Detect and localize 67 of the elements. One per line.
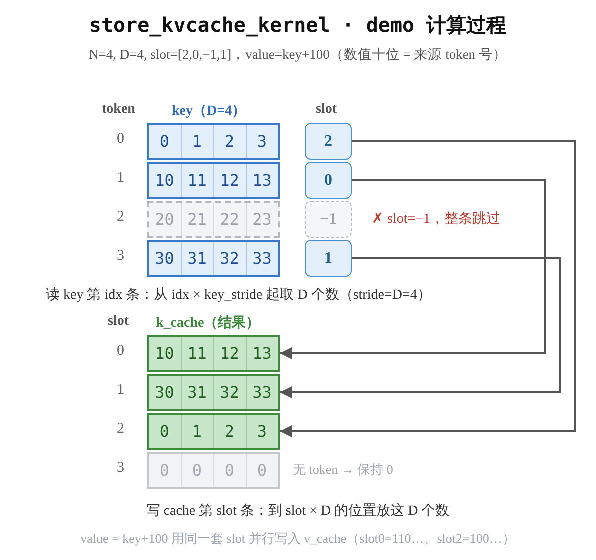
connector-arrow [280,180,546,360]
row-index: 1 [117,170,124,186]
skip-note: ✗ slot=−1，整条跳过 [372,212,501,227]
skipped-key-row [147,201,280,238]
empty-cache-row [147,452,280,489]
row-index: 0 [117,131,124,147]
value-cell: 13 [246,337,278,370]
connector-arrow [280,140,576,438]
value-cell: 2 [213,415,246,448]
value-cell: 1 [180,415,213,448]
value-cell: 12 [213,337,246,370]
value-cell-text: 10 [154,343,176,365]
row-index: 0 [117,343,124,359]
row-index: 2 [117,421,124,437]
value-cell: 33 [246,376,278,409]
value-cell-text: 10 [154,170,176,192]
value-cell-text: 20 [154,209,176,231]
subtitle: N=4, D=4, slot=[2,0,−1,1]，value=key+100（数值十位 = 来源 token 号） [89,47,507,62]
title: store_kvcache_kernel · demo 计算过程 [89,13,507,37]
value-cell: 2 [213,125,246,158]
row-index: 2 [117,209,124,225]
value-cell: 0 [246,454,278,487]
value-cell-text: 30 [154,248,176,270]
column-header: key（D=4） [172,104,246,119]
value-cell-text: 0 [158,131,171,153]
cache-row [147,374,280,411]
value-cell: 12 [213,164,246,197]
value-cell: 13 [246,164,278,197]
value-cell: 31 [180,242,213,275]
key-row [147,240,280,277]
row-index: 3 [117,248,124,264]
value-cell: 21 [180,203,213,236]
value-cell-text: 0 [158,421,171,443]
footnote: value = key+100 用同一套 slot 并行写入 v_cache（slot0=110…、slot2=100…） [80,531,516,546]
skipped-slot-box: −1 [305,201,352,238]
value-cell-text: 0 [158,460,171,482]
value-cell: 3 [246,415,278,448]
value-cell: 32 [213,242,246,275]
slot-box: 2 [305,123,352,160]
cache-row [147,413,280,450]
value-cell: 31 [180,376,213,409]
value-cell: 23 [246,203,278,236]
value-cell: 32 [213,376,246,409]
value-cell: 22 [213,203,246,236]
cache-row [147,335,280,372]
write-step-text: 写 cache 第 slot 条：到 slot × D 的位置放这 D 个数 [146,504,450,519]
value-cell: 11 [180,337,213,370]
key-row [147,123,280,160]
value-cell: 3 [246,125,278,158]
value-cell-text: 30 [154,382,176,404]
column-header: slot [108,314,129,329]
key-row [147,162,280,199]
row-index: 3 [117,460,124,476]
column-header: k_cache（结果） [156,316,260,331]
empty-row-note: 无 token → 保持 0 [293,462,394,477]
column-header: token [102,102,136,117]
row-index: 1 [117,382,124,398]
slot-box: 1 [305,240,352,277]
slot-box: 0 [305,162,352,199]
value-cell: 33 [246,242,278,275]
value-cell: 0 [213,454,246,487]
column-header: slot [316,102,337,117]
value-cell: 1 [180,125,213,158]
value-cell: 0 [180,454,213,487]
connector-arrow [280,258,561,398]
value-cell: 11 [180,164,213,197]
read-step-text: 读 key 第 idx 条：从 idx × key_stride 起取 D 个数（stride=D=4） [46,288,432,303]
